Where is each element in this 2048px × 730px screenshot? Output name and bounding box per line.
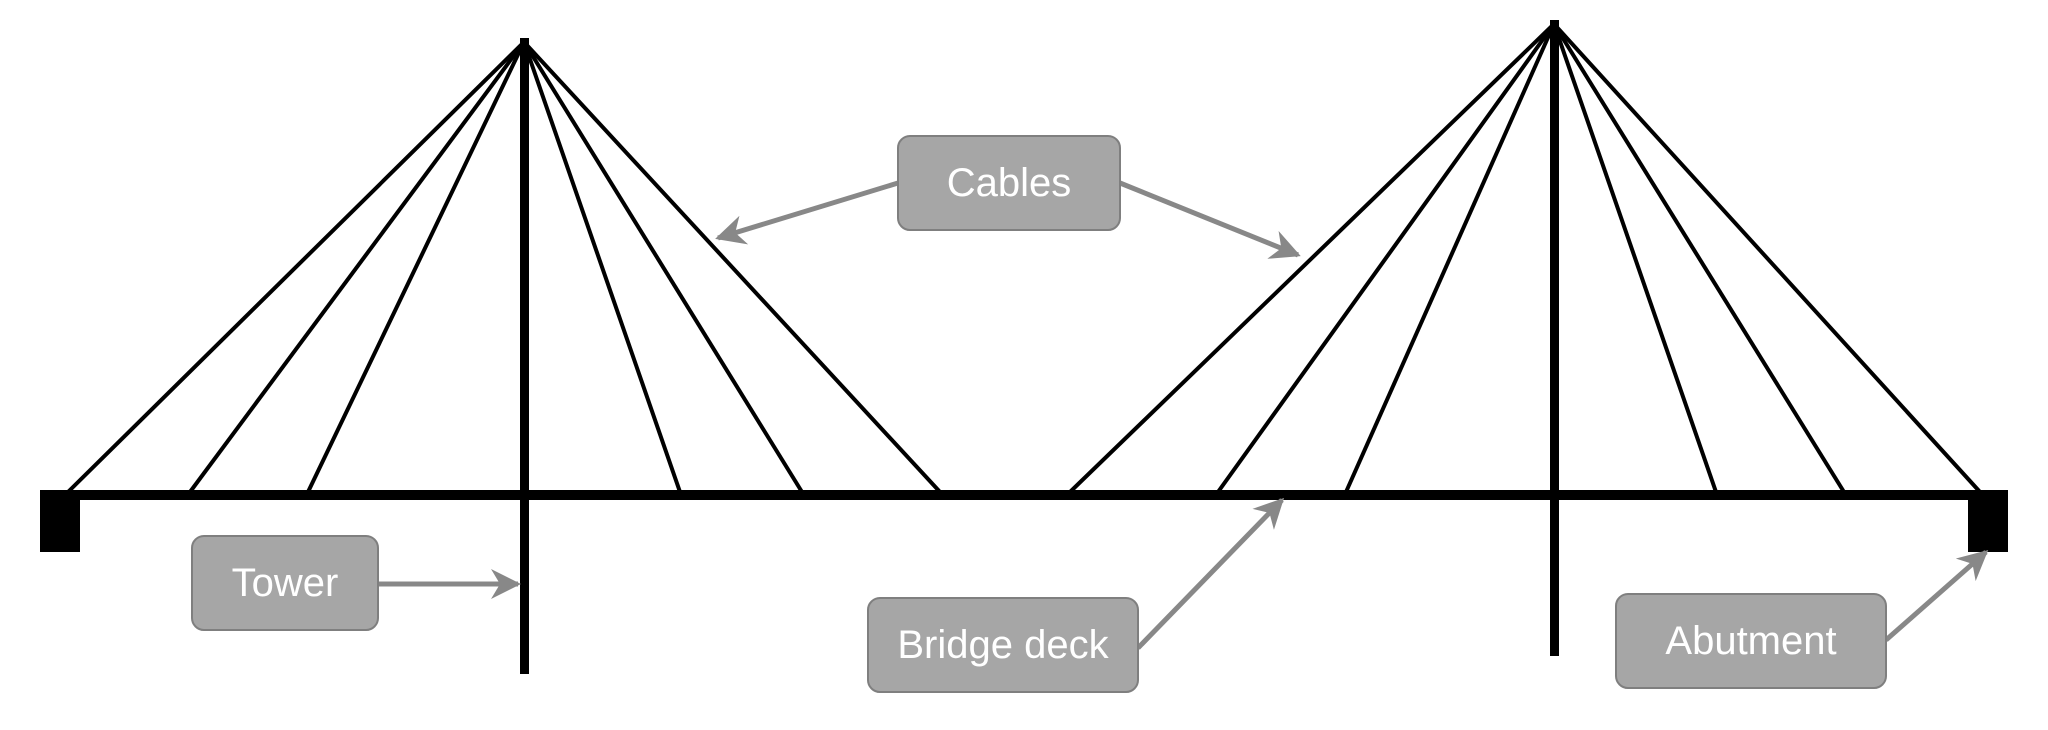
cables-arrow-left bbox=[715, 180, 899, 245]
abutment-label-text: Abutment bbox=[1665, 619, 1836, 663]
tower-label: Tower bbox=[191, 535, 379, 631]
cable bbox=[1216, 22, 1556, 494]
cable bbox=[1552, 22, 1982, 494]
cables-label-text: Cables bbox=[947, 161, 1072, 205]
right-tower-cables bbox=[1068, 22, 1982, 494]
bridge-deck-label-text: Bridge deck bbox=[897, 623, 1109, 667]
left-abutment bbox=[40, 490, 80, 552]
cable bbox=[66, 40, 526, 494]
cable bbox=[188, 40, 526, 494]
cable bbox=[522, 41, 682, 493]
pointer-arrows bbox=[378, 180, 1989, 650]
bridge-deck-arrow bbox=[1136, 497, 1285, 650]
cable bbox=[1552, 22, 1846, 494]
cable bbox=[1552, 23, 1718, 493]
right-tower bbox=[1550, 20, 1559, 656]
abutment-label: Abutment bbox=[1615, 593, 1887, 689]
cable bbox=[1068, 22, 1556, 494]
cable bbox=[522, 40, 942, 494]
bridge-deck bbox=[40, 490, 2008, 500]
abutment-arrow bbox=[1884, 550, 1989, 642]
cables-label: Cables bbox=[897, 135, 1121, 231]
cable bbox=[1344, 23, 1556, 493]
left-tower-cables bbox=[66, 40, 942, 494]
bridge-deck-label: Bridge deck bbox=[867, 597, 1139, 693]
right-abutment bbox=[1968, 490, 2008, 552]
left-tower bbox=[520, 38, 529, 674]
tower-label-text: Tower bbox=[232, 561, 339, 605]
cable bbox=[306, 41, 526, 493]
cables-arrow-right bbox=[1119, 180, 1301, 259]
cable bbox=[522, 40, 804, 494]
